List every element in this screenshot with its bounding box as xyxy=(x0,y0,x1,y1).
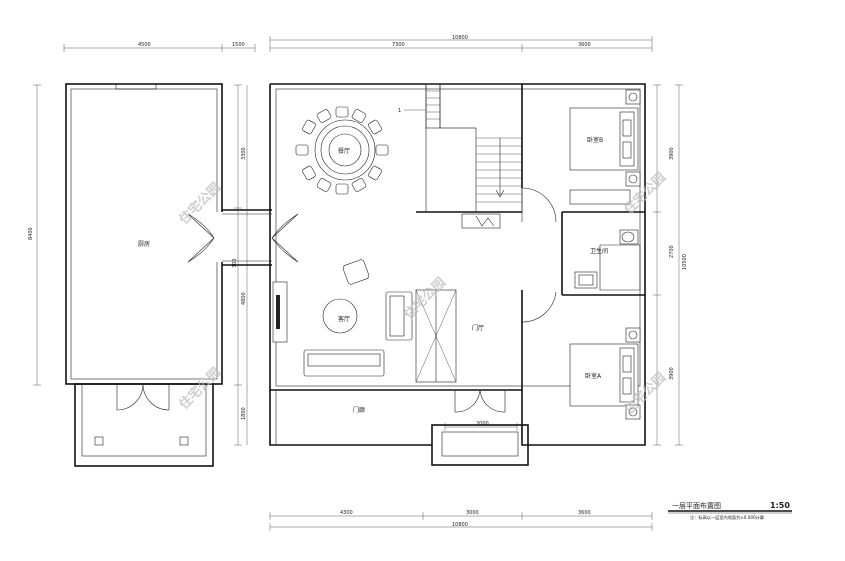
main-building: 1 xyxy=(269,83,646,466)
room-bedroom-a: 卧室A xyxy=(585,372,602,380)
dim-bottom-3600: 3600 xyxy=(578,510,591,516)
dim-top-left-1500: 1500 xyxy=(232,42,245,48)
plan-note: 注：标高以一层室内地面为±0.000计算 xyxy=(690,514,764,521)
room-dining: 餐厅 xyxy=(338,147,350,155)
dining-table xyxy=(295,106,389,195)
connector xyxy=(187,209,299,266)
dim-mid-4800: 4800 xyxy=(241,292,247,305)
dim-mid-3300: 3300 xyxy=(241,147,247,160)
stair-mark: 1 xyxy=(398,108,401,114)
kitchen-block xyxy=(65,83,224,467)
dim-right-2700: 2700 xyxy=(669,245,675,258)
watermark: 住宅公园 xyxy=(176,364,224,412)
dim-right-3900: 3900 xyxy=(669,147,675,160)
room-living: 客厅 xyxy=(338,315,350,323)
dim-entry-2000: 2000 xyxy=(476,421,489,427)
plan-scale: 1:50 xyxy=(770,501,790,510)
plan-title: 一层平面布置图 xyxy=(672,501,721,510)
room-hall: 门厅 xyxy=(472,324,484,332)
room-porch: 门廊 xyxy=(353,406,365,414)
bathroom-fixtures xyxy=(574,229,641,291)
dim-bottom-3000: 3000 xyxy=(466,510,479,516)
title-block: 一层平面布置图 1:50 注：标高以一层室内地面为±0.000计算 xyxy=(668,501,792,521)
dimension-lines: 4500 1500 10800 7300 3600 8400 3300 300 … xyxy=(28,35,688,531)
dim-top-total: 10800 xyxy=(452,35,468,41)
dim-mid-300: 300 xyxy=(232,258,238,268)
room-kitchen: 厨房 xyxy=(138,240,150,248)
dim-right-3900b: 3900 xyxy=(669,367,675,380)
living-furniture xyxy=(272,259,413,377)
dim-bottom-4300: 4300 xyxy=(340,510,353,516)
dim-mid-1800: 1800 xyxy=(241,407,247,420)
dim-top-3600: 3600 xyxy=(578,42,591,48)
dim-bottom-total: 10800 xyxy=(452,522,468,528)
bedroom-b-furniture xyxy=(569,89,641,205)
room-bedroom-b: 卧室B xyxy=(587,136,603,144)
dim-top-7300: 7300 xyxy=(392,42,405,48)
dim-right-10500: 10500 xyxy=(682,254,688,270)
bedroom-a-furniture xyxy=(569,327,641,420)
dim-left-8400: 8400 xyxy=(28,227,34,240)
room-labels: 厨房 餐厅 客厅 门厅 门廊 卫生间 卧室B 卧室A xyxy=(138,136,608,414)
room-bathroom: 卫生间 xyxy=(590,247,608,255)
dim-top-left-4500: 4500 xyxy=(138,42,151,48)
